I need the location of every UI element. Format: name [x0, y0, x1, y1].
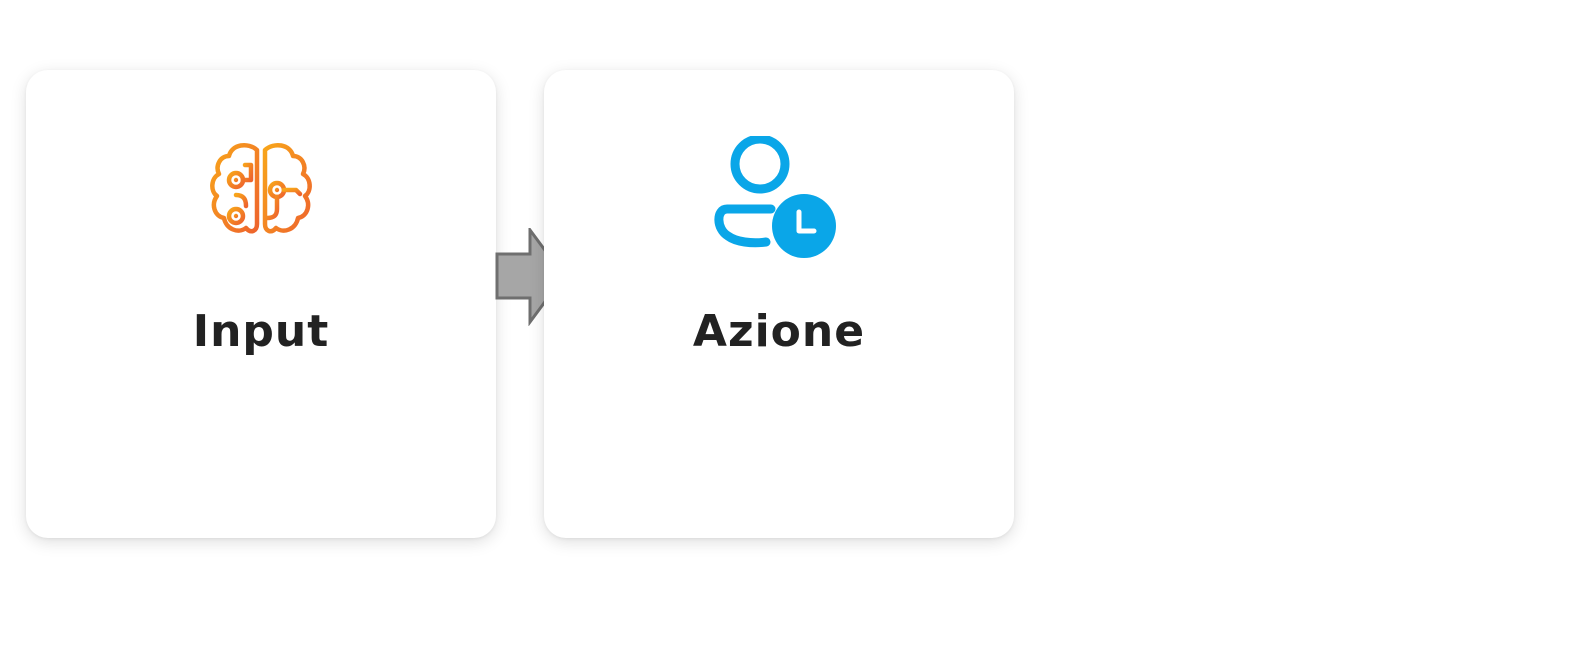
step-card-input: Input: [26, 70, 496, 538]
brain-circuit-icon: [26, 136, 496, 266]
step-label: Azione: [692, 306, 866, 357]
step-label: Input: [192, 306, 330, 357]
user-clock-icon: [544, 136, 1014, 266]
step-card-azione: Azione: [544, 70, 1014, 538]
